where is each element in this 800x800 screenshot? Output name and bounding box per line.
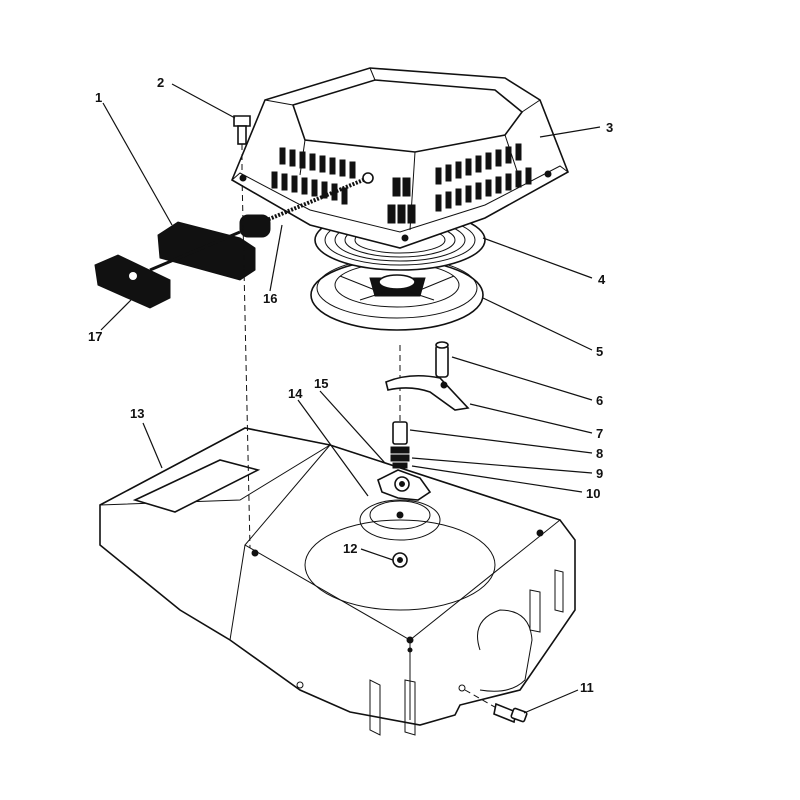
part-12-nut xyxy=(392,552,408,568)
callout-8: 8 xyxy=(596,446,603,461)
callout-11: 11 xyxy=(580,680,594,695)
callout-5: 5 xyxy=(596,344,603,359)
callout-labels: 1 2 3 4 5 6 7 8 9 10 11 12 13 14 15 16 1… xyxy=(88,75,613,695)
callout-3: 3 xyxy=(606,120,613,135)
alignment-line xyxy=(241,174,251,549)
callout-1: 1 xyxy=(95,90,102,105)
callout-14: 14 xyxy=(288,386,303,401)
part-17-starter-handle xyxy=(94,254,171,309)
callout-7: 7 xyxy=(596,426,603,441)
callout-15: 15 xyxy=(314,376,328,391)
leader-lines xyxy=(100,83,601,714)
callout-6: 6 xyxy=(596,393,603,408)
callout-13: 13 xyxy=(130,406,144,421)
callout-16: 16 xyxy=(263,291,277,306)
callout-9: 9 xyxy=(596,466,603,481)
part-14-15-pawl-assembly xyxy=(377,469,432,501)
part-3-starter-housing xyxy=(230,67,569,249)
callout-17: 17 xyxy=(88,329,102,344)
alignment-line-bolt-11 xyxy=(464,689,501,711)
part-11-bolt xyxy=(493,702,528,724)
part-6-pin xyxy=(435,341,449,378)
callout-12: 12 xyxy=(343,541,357,556)
part-7-pawl xyxy=(385,374,470,411)
part-2-bolt xyxy=(233,115,251,175)
callout-4: 4 xyxy=(598,272,606,287)
part-8-9-10-shaft-stack xyxy=(390,345,410,469)
callout-10: 10 xyxy=(586,486,600,501)
part-13-blower-housing xyxy=(99,427,576,736)
part-5-pulley xyxy=(310,257,484,331)
part-1-rope-guide xyxy=(149,214,271,281)
callout-2: 2 xyxy=(157,75,164,90)
part-16-starter-rope xyxy=(261,172,374,224)
